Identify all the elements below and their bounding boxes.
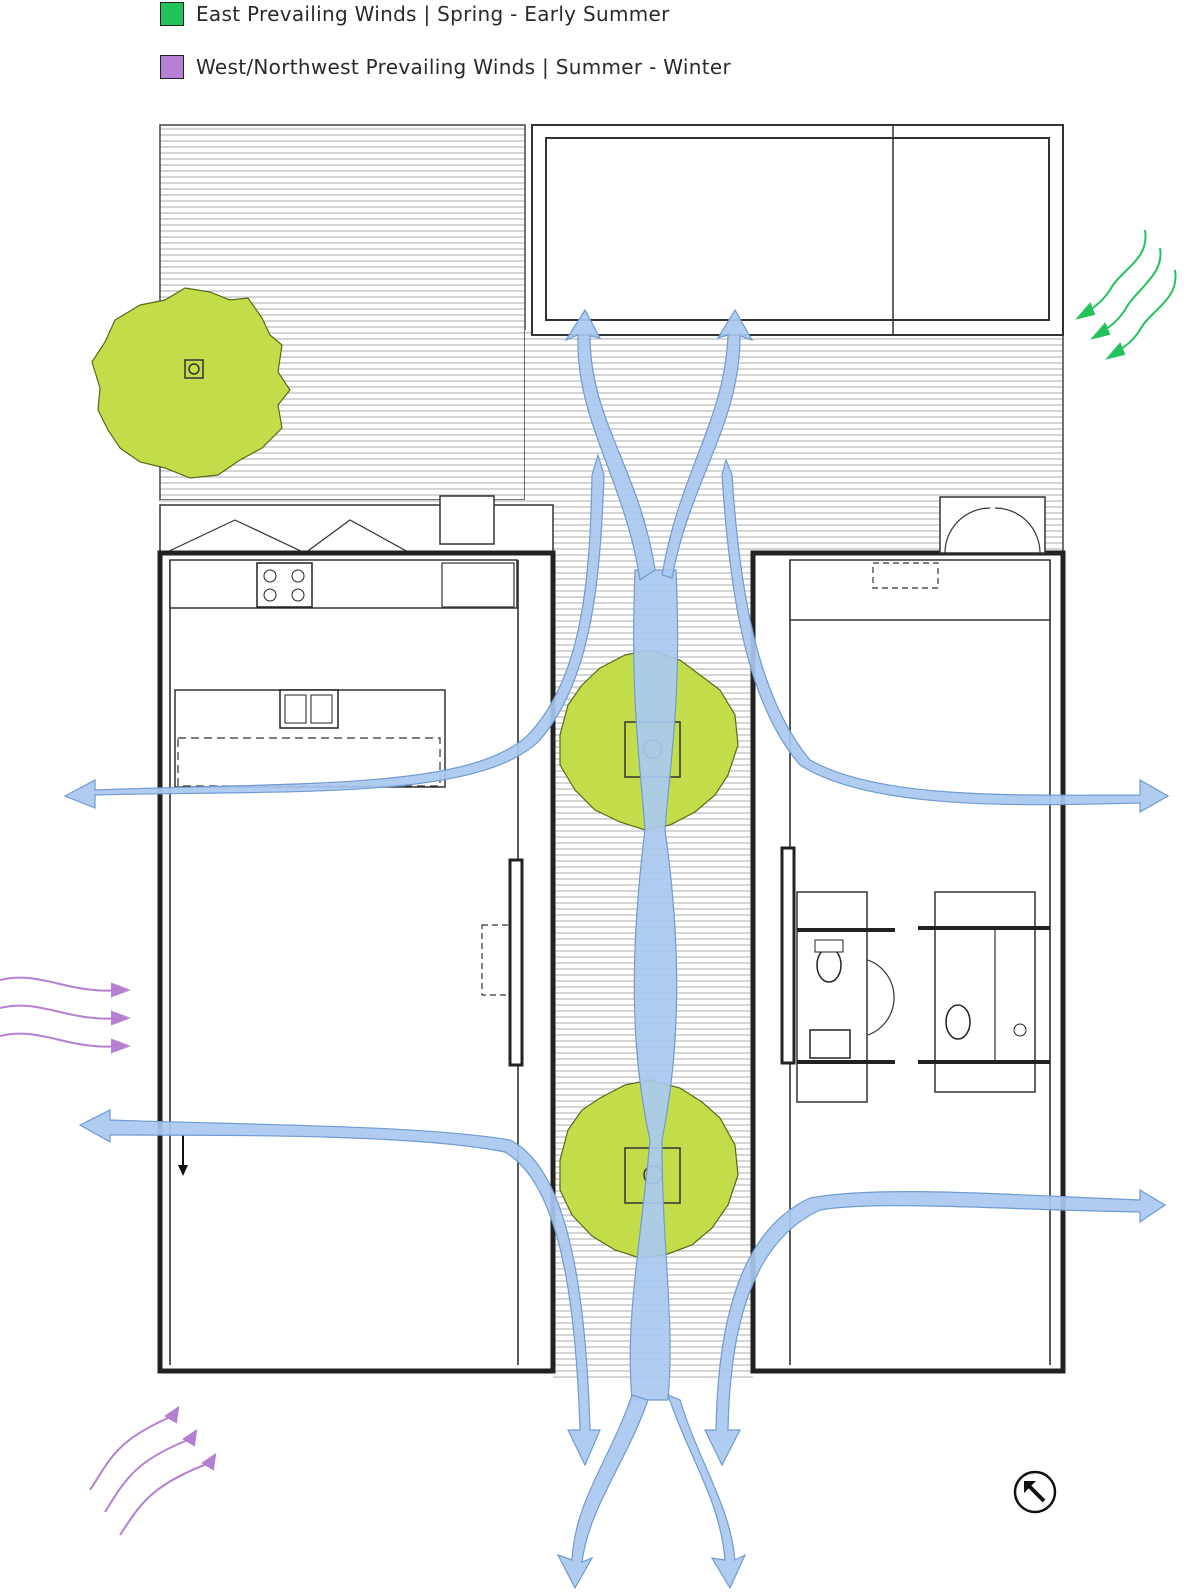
- east-winds-swatch: [160, 2, 184, 26]
- west-wind-arrows-icon: [0, 976, 217, 1536]
- west-winds-swatch: [160, 55, 184, 79]
- east-wind-arrows-icon: [1075, 229, 1177, 360]
- toilet-icon: [945, 1004, 971, 1040]
- bathroom-left: [796, 891, 868, 1103]
- airflow-paths: [63, 308, 1170, 1590]
- left-building: [157, 550, 556, 1374]
- tree-icon: [91, 287, 291, 479]
- washbasin-icon: [809, 1029, 851, 1059]
- toilet-icon: [816, 947, 842, 983]
- pool: [531, 124, 1064, 336]
- north-arrow-icon: [1013, 1470, 1057, 1514]
- kitchen-counter-outdoor: [159, 495, 554, 554]
- legend-item-east-winds: East Prevailing Winds | Spring - Early S…: [160, 2, 670, 26]
- stove-icon: [256, 562, 313, 608]
- bathroom-right: [934, 891, 1036, 1093]
- sink-icon: [279, 689, 339, 729]
- door-icon: [939, 496, 1046, 554]
- right-building: [750, 496, 1066, 1374]
- legend-item-west-winds: West/Northwest Prevailing Winds | Summer…: [160, 55, 731, 79]
- west-winds-label: West/Northwest Prevailing Winds | Summer…: [196, 55, 731, 79]
- east-winds-label: East Prevailing Winds | Spring - Early S…: [196, 2, 670, 26]
